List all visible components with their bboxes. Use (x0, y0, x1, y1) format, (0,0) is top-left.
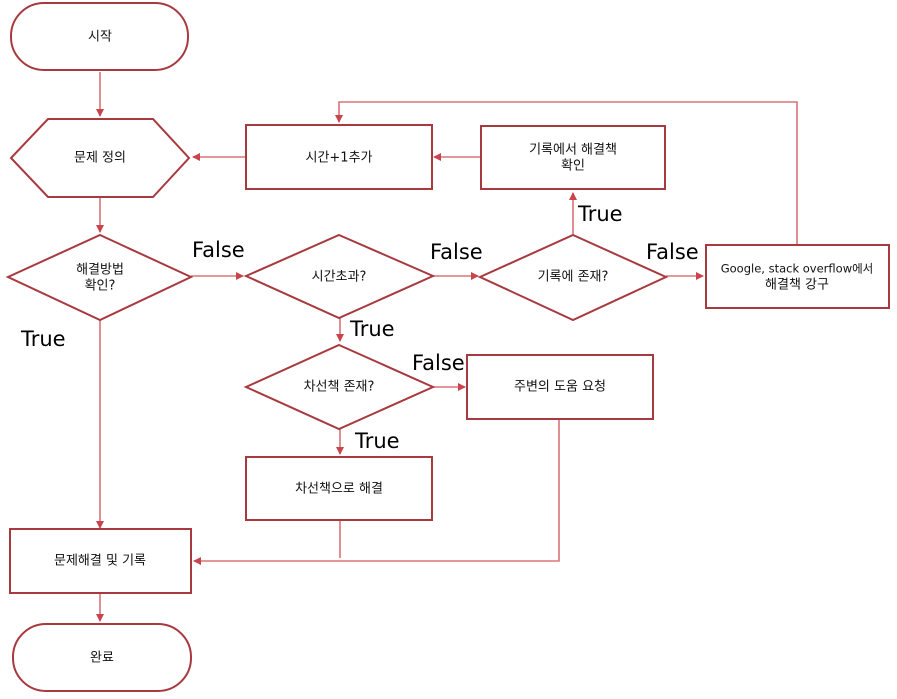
check-record-label-line2: 확인 (561, 159, 585, 174)
record-true-label: True (577, 202, 623, 226)
time-add-box (245, 124, 433, 190)
search-online-label-line1: Google, stack overflow에서 (721, 262, 874, 276)
in-record-diamond (477, 233, 669, 322)
timeout-true-label: True (349, 317, 395, 341)
search-online-label-line2: 해결책 강구 (765, 278, 829, 293)
check-record-label-line1: 기록에서 해결책 (529, 143, 617, 158)
alt-exists-diamond (243, 343, 436, 431)
check-solution-label-line2: 확인? (85, 279, 116, 294)
branch-labels: False True False True False True False T… (20, 202, 699, 453)
timeout-diamond (243, 233, 436, 320)
solve-record-box (9, 528, 192, 594)
record-false-label: False (646, 240, 699, 264)
alt-true-label: True (354, 429, 400, 453)
in-record-label: 기록에 존재? (538, 270, 609, 285)
alt-false-label: False (412, 351, 465, 375)
check-false-label: False (192, 238, 245, 262)
connectors (96, 72, 798, 622)
alt-exists-label: 차선책 존재? (304, 380, 375, 395)
ask-help-label: 주변의 도움 요청 (514, 380, 606, 395)
done-terminal (12, 623, 192, 692)
search-online-box (705, 244, 890, 309)
define-label: 문제 정의 (74, 151, 126, 166)
define-preparation-shape (9, 118, 191, 198)
check-record-box (480, 125, 666, 190)
check-true-label: True (20, 327, 66, 351)
timeout-label: 시간초과? (312, 270, 367, 285)
ask-help-box (466, 354, 654, 420)
shapes (5, 2, 890, 692)
solve-record-label: 문제해결 및 기록 (54, 554, 146, 569)
resolve-alt-box (245, 456, 433, 521)
check-solution-label-line1: 해결방법 (76, 263, 124, 278)
edge-help-to-solve (193, 419, 560, 565)
time-add-label: 시간+1추가 (305, 151, 372, 166)
start-label: 시작 (88, 30, 112, 45)
timeout-false-label: False (430, 240, 483, 264)
resolve-alt-label: 차선책으로 해결 (295, 482, 383, 497)
start-terminal (10, 2, 189, 71)
edge-search-loop-back (335, 101, 798, 245)
node-labels: 시작 문제 정의 해결방법 확인? 시간+1추가 기록에서 해결책 확인 시간초… (54, 30, 873, 666)
done-label: 완료 (90, 651, 114, 666)
check-solution-diamond (5, 233, 194, 322)
